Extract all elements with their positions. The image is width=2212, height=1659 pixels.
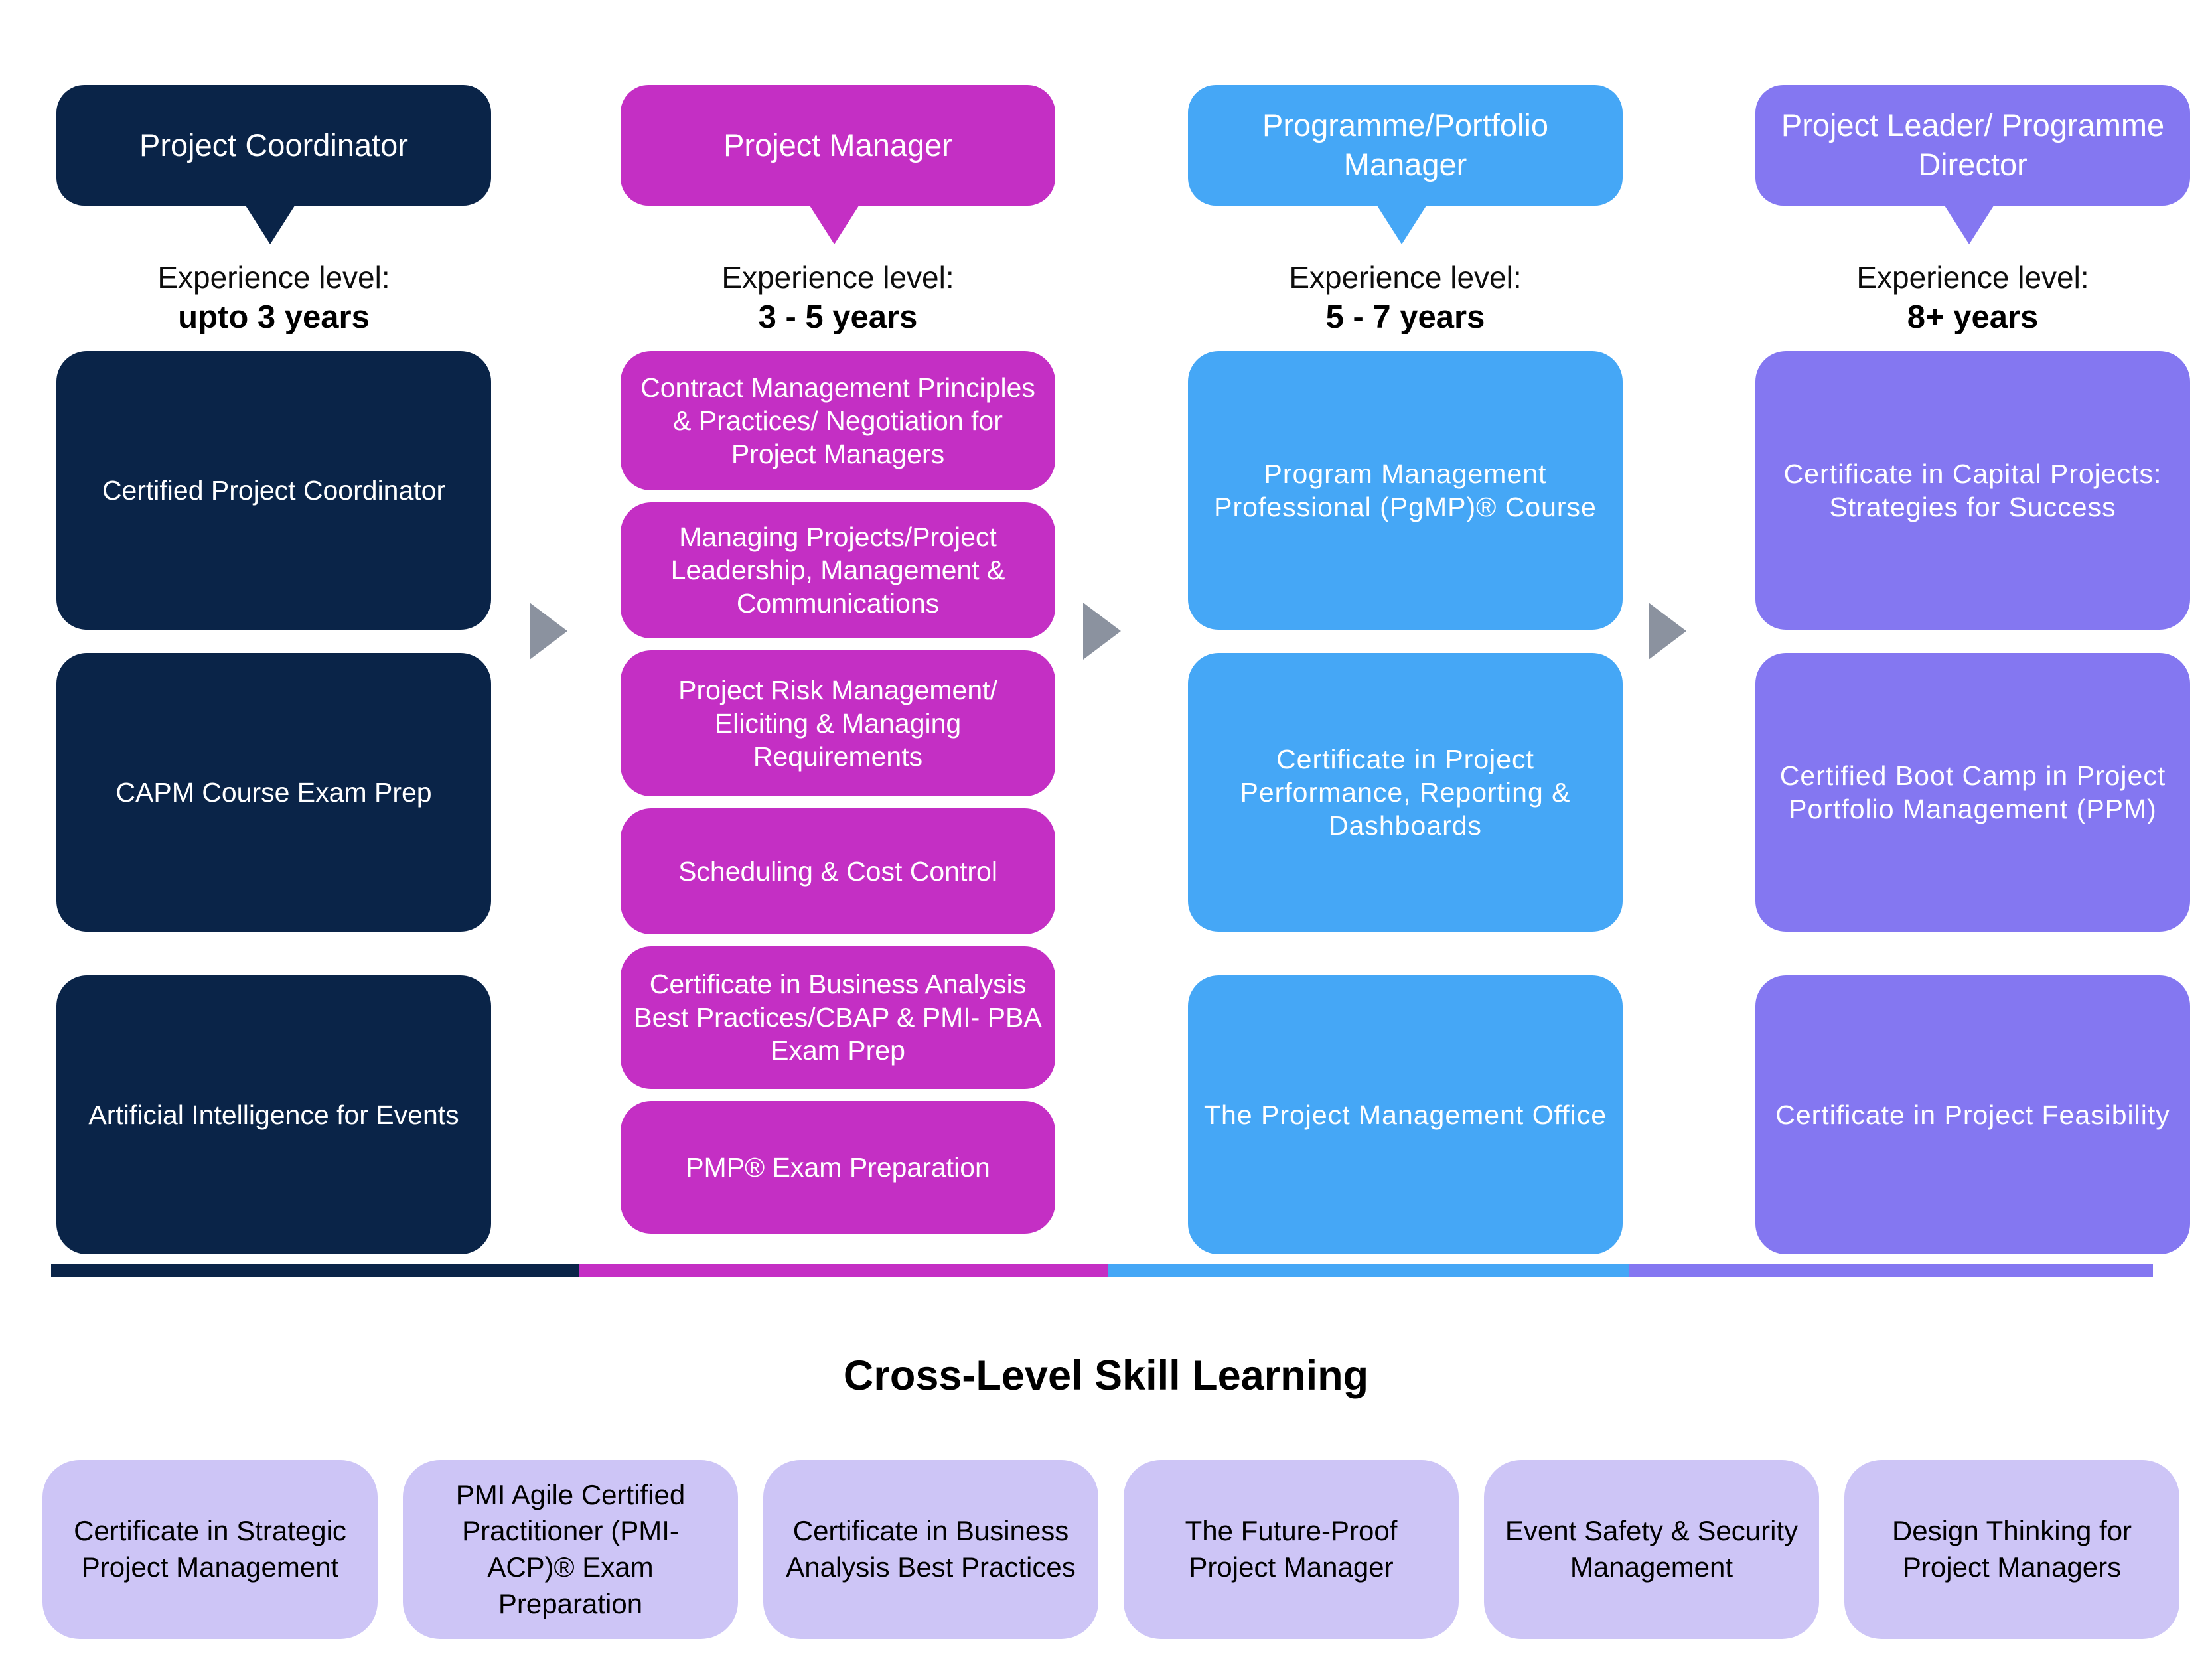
experience-level: Experience level: 5 - 7 years xyxy=(1188,259,1623,338)
course-box: CAPM Course Exam Prep xyxy=(56,652,491,932)
course-box: Certificate in Project Performance, Repo… xyxy=(1188,652,1623,932)
role-title: Programme/Portfolio Manager xyxy=(1262,108,1548,182)
skill-box: PMI Agile Certified Practitioner (PMI-AC… xyxy=(403,1460,738,1639)
course-box: Certificate in Capital Projects: Strateg… xyxy=(1755,350,2190,630)
experience-value: 8+ years xyxy=(1907,299,2039,335)
role-bubble: Project Leader/ Programme Director xyxy=(1755,85,2190,206)
course-list: Certificate in Capital Projects: Strateg… xyxy=(1755,350,2190,1254)
course-box: Managing Projects/Project Leadership, Ma… xyxy=(621,502,1055,638)
role-bubble: Project Manager xyxy=(621,85,1055,206)
course-list: Program Management Professional (PgMP)® … xyxy=(1188,350,1623,1254)
experience-level: Experience level: upto 3 years xyxy=(56,259,491,338)
course-box: The Project Management Office xyxy=(1188,975,1623,1254)
experience-label: Experience level: xyxy=(157,260,390,295)
level-color-bar xyxy=(51,1264,2153,1277)
experience-value: upto 3 years xyxy=(178,299,370,335)
course-box: Artificial Intelligence for Events xyxy=(56,975,491,1254)
course-box: PMP® Exam Preparation xyxy=(621,1100,1055,1234)
column-programme-portfolio-manager: Programme/Portfolio Manager Experience l… xyxy=(1188,85,1623,1254)
skill-box: Certificate in Strategic Project Managem… xyxy=(42,1460,378,1639)
bar-segment-director xyxy=(1629,1264,2153,1277)
bar-segment-portfolio xyxy=(1108,1264,1629,1277)
skill-box: The Future-Proof Project Manager xyxy=(1124,1460,1459,1639)
column-project-coordinator: Project Coordinator Experience level: up… xyxy=(56,85,491,1254)
role-title: Project Leader/ Programme Director xyxy=(1781,108,2165,182)
cross-level-skill-row: Certificate in Strategic Project Managem… xyxy=(42,1460,2179,1639)
skill-box: Design Thinking for Project Managers xyxy=(1844,1460,2179,1639)
skill-box: Event Safety & Security Management xyxy=(1484,1460,1819,1639)
course-box: Contract Management Principles & Practic… xyxy=(621,350,1055,490)
arrow-right-icon xyxy=(1649,603,1686,660)
column-project-manager: Project Manager Experience level: 3 - 5 … xyxy=(621,85,1055,1234)
experience-level: Experience level: 3 - 5 years xyxy=(621,259,1055,338)
bar-segment-coordinator xyxy=(51,1264,579,1277)
course-list: Certified Project Coordinator CAPM Cours… xyxy=(56,350,491,1254)
course-box: Program Management Professional (PgMP)® … xyxy=(1188,350,1623,630)
role-bubble: Programme/Portfolio Manager xyxy=(1188,85,1623,206)
course-box: Certificate in Business Analysis Best Pr… xyxy=(621,946,1055,1089)
role-title: Project Coordinator xyxy=(139,127,408,163)
column-project-leader-programme-director: Project Leader/ Programme Director Exper… xyxy=(1755,85,2190,1254)
arrow-right-icon xyxy=(530,603,567,660)
experience-label: Experience level: xyxy=(1856,260,2089,295)
course-box: Scheduling & Cost Control xyxy=(621,808,1055,934)
role-title: Project Manager xyxy=(723,127,952,163)
course-box: Project Risk Management/ Eliciting & Man… xyxy=(621,650,1055,796)
experience-label: Experience level: xyxy=(721,260,954,295)
bar-segment-manager xyxy=(579,1264,1108,1277)
experience-label: Experience level: xyxy=(1289,260,1522,295)
cross-level-title: Cross-Level Skill Learning xyxy=(843,1352,1369,1400)
experience-value: 3 - 5 years xyxy=(758,299,918,335)
course-box: Certificate in Project Feasibility xyxy=(1755,975,2190,1254)
course-box: Certified Boot Camp in Project Portfolio… xyxy=(1755,652,2190,932)
course-list: Contract Management Principles & Practic… xyxy=(621,350,1055,1234)
arrow-right-icon xyxy=(1083,603,1121,660)
skill-box: Certificate in Business Analysis Best Pr… xyxy=(763,1460,1098,1639)
role-bubble: Project Coordinator xyxy=(56,85,491,206)
course-box: Certified Project Coordinator xyxy=(56,350,491,630)
experience-value: 5 - 7 years xyxy=(1325,299,1485,335)
experience-level: Experience level: 8+ years xyxy=(1755,259,2190,338)
